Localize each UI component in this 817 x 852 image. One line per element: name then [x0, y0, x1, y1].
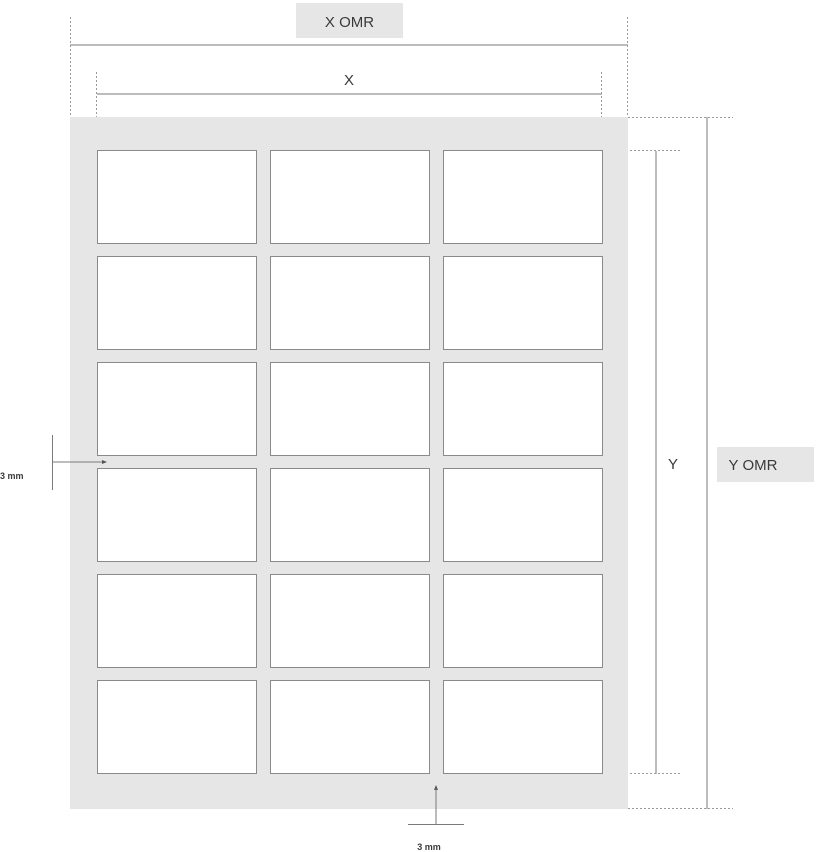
- y-omr-label: Y OMR: [729, 457, 778, 474]
- label-cell-r3-c1: [97, 362, 257, 456]
- x-omr-dimension: X OMR: [70, 3, 628, 117]
- x-omr-label: X OMR: [325, 14, 374, 31]
- label-cell-r6-c1: [97, 680, 257, 774]
- label-grid: [97, 150, 603, 774]
- vertical-gap-callout: 3 mm: [408, 785, 464, 852]
- label-cell-r3-c2: [270, 362, 430, 456]
- label-cell-r2-c3: [443, 256, 603, 350]
- label-cell-r1-c3: [443, 150, 603, 244]
- gap-callout-arrow-icon: [434, 785, 438, 790]
- horizontal-gap-callout: 3 mm: [0, 435, 107, 490]
- label-cell-r4-c2: [270, 468, 430, 562]
- x-dimension: X: [96, 72, 602, 117]
- vertical-gap-label: 3 mm: [417, 842, 441, 852]
- label-cell-r5-c2: [270, 574, 430, 668]
- label-cell-r2-c1: [97, 256, 257, 350]
- label-cell-r5-c1: [97, 574, 257, 668]
- label-cell-r5-c3: [443, 574, 603, 668]
- label-cell-r4-c1: [97, 468, 257, 562]
- label-cell-r1-c1: [97, 150, 257, 244]
- y-omr-dimension: Y OMR: [628, 117, 814, 809]
- label-cell-r4-c3: [443, 468, 603, 562]
- y-label: Y: [668, 456, 678, 473]
- y-omr-tag: [717, 447, 814, 482]
- label-cell-r6-c2: [270, 680, 430, 774]
- horizontal-gap-label: 3 mm: [0, 471, 24, 481]
- label-cell-r1-c2: [270, 150, 430, 244]
- x-label: X: [344, 72, 354, 89]
- gap-callout-arrow-icon: [102, 460, 107, 464]
- y-dimension: Y: [630, 150, 682, 774]
- label-cell-r2-c2: [270, 256, 430, 350]
- label-cell-r6-c3: [443, 680, 603, 774]
- label-cell-r3-c3: [443, 362, 603, 456]
- x-omr-tag: [296, 3, 403, 38]
